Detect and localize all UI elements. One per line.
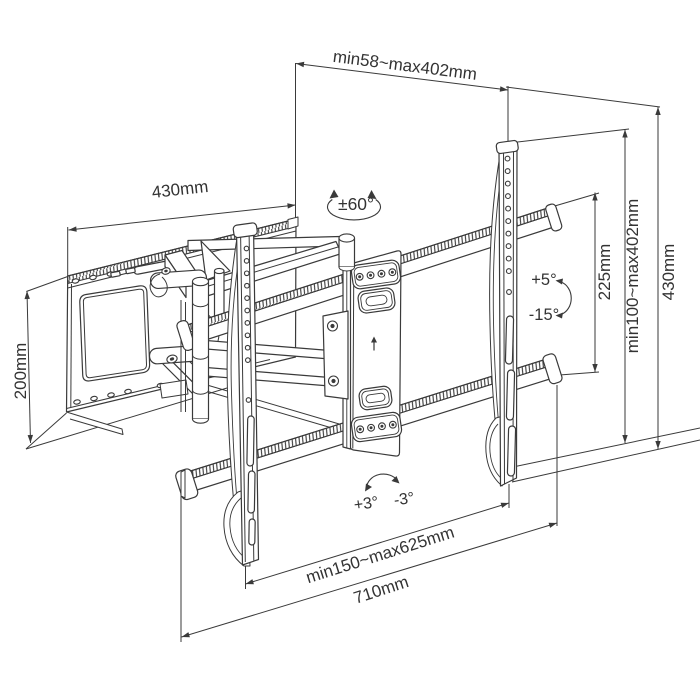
svg-text:±60°: ±60° [338,194,374,214]
svg-text:min100~max402mm: min100~max402mm [623,199,642,354]
svg-text:+5°: +5° [531,271,556,289]
svg-text:200mm: 200mm [11,343,30,400]
svg-text:225mm: 225mm [595,244,614,301]
svg-text:-3°: -3° [393,490,416,510]
svg-text:+3°: +3° [353,494,380,514]
svg-text:-15°: -15° [529,306,559,324]
svg-text:430mm: 430mm [659,244,678,301]
